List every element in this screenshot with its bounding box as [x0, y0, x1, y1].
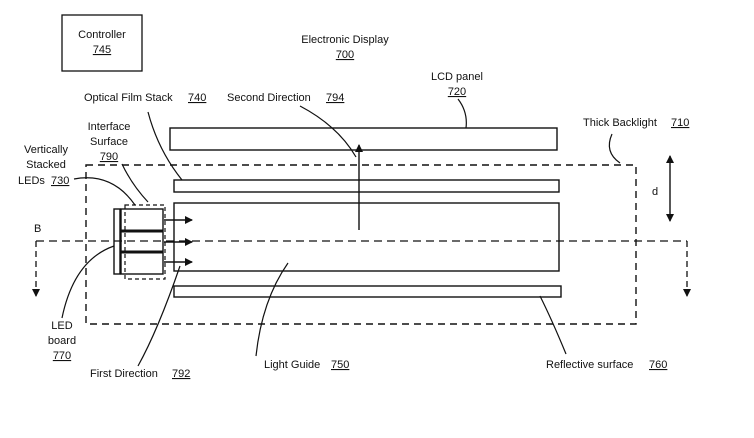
- controller-box: [61, 14, 143, 72]
- second-direction-leader: [299, 105, 357, 158]
- controller-ref: 745: [93, 44, 111, 56]
- led-board-leader: [61, 245, 115, 319]
- vertically-stacked-leader: [73, 177, 136, 206]
- first-direction-ref: 792: [172, 368, 190, 380]
- reflective-surface-ref: 760: [649, 359, 667, 371]
- vertically-stacked-label-1: Vertically: [24, 144, 69, 156]
- led-board-label-1: LED: [51, 320, 72, 332]
- optical-film-stack-ref: 740: [188, 92, 206, 104]
- light-guide: [173, 202, 560, 272]
- thick-backlight-label: Thick Backlight: [583, 117, 657, 129]
- optical-film-stack-label: Optical Film Stack: [84, 92, 173, 104]
- optical-film-stack-leader: [147, 111, 183, 181]
- first-direction-leader: [137, 265, 181, 367]
- reflective-surface-label: Reflective surface: [546, 359, 633, 371]
- lcd-panel: [169, 127, 558, 151]
- reflective-surface-leader: [539, 295, 567, 355]
- vertically-stacked-label-3: LEDs: [18, 175, 45, 187]
- thick-backlight-leader: [608, 133, 621, 164]
- controller-label: Controller: [78, 29, 126, 41]
- thick-backlight-ref: 710: [671, 117, 689, 129]
- reflective-surface: [173, 285, 562, 298]
- interface-surface-ref: 790: [100, 151, 118, 163]
- electronic-display-label: Electronic Display: [301, 34, 389, 46]
- dimension-d-label: d: [652, 186, 658, 198]
- light-guide-leader: [255, 262, 289, 357]
- lcd-panel-label: LCD panel: [431, 71, 483, 83]
- interface-surface-label-2: Surface: [90, 136, 128, 148]
- led-board-label-2: board: [48, 335, 76, 347]
- lcd-panel-ref: 720: [448, 86, 466, 98]
- optical-film-stack: [173, 179, 560, 193]
- lcd-panel-leader: [457, 98, 467, 129]
- interface-surface-leader: [121, 163, 149, 203]
- second-direction-label: Second Direction: [227, 92, 311, 104]
- vertically-stacked-ref: 730: [51, 175, 69, 187]
- electronic-display-ref: 700: [336, 49, 354, 61]
- light-guide-label: Light Guide: [264, 359, 320, 371]
- section-b-label: B: [34, 223, 41, 235]
- led-board-ref: 770: [53, 350, 71, 362]
- vertically-stacked-label-2: Stacked: [26, 159, 66, 171]
- second-direction-ref: 794: [326, 92, 344, 104]
- first-direction-label: First Direction: [90, 368, 158, 380]
- thick-backlight-boundary: [85, 164, 637, 325]
- light-guide-ref: 750: [331, 359, 349, 371]
- interface-surface-label-1: Interface: [88, 121, 131, 133]
